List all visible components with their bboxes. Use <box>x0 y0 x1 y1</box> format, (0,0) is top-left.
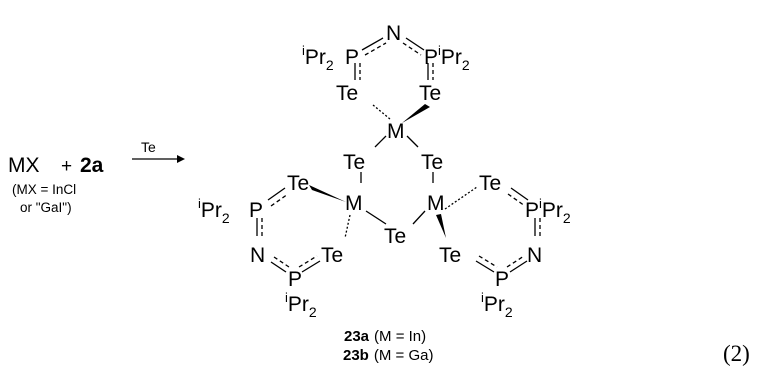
bond-n-p-left-bottom-dashed <box>273 256 290 268</box>
atom-n-top: N <box>386 22 401 45</box>
reactant-2a: 2a <box>80 154 104 177</box>
bond-te-p-right-dashed <box>507 193 526 207</box>
atom-m-left: M <box>345 192 363 215</box>
atom-n-right: N <box>527 244 542 267</box>
bond-p-te-left <box>267 187 286 201</box>
bond-te-p-right-bottom <box>475 260 495 273</box>
atom-p-top-right: P <box>424 46 438 69</box>
bond-n-p-top-right-dashed <box>402 42 422 56</box>
atom-m-right: M <box>427 192 445 215</box>
bond-m-right-te-bottom <box>412 210 426 225</box>
substituent-ipr2-right-bottom: iPr2 <box>481 290 513 320</box>
plus-sign: + <box>61 156 72 177</box>
bond-p-te-left-dashed <box>270 193 289 207</box>
atom-p-left: P <box>249 199 263 222</box>
atom-te-left-top: Te <box>287 172 309 195</box>
product-23b-caption: 23b(M = Ga) <box>343 347 433 364</box>
bond-p-te-left-bottom-dashed <box>298 255 318 268</box>
bond-m-te-right-wedge <box>436 214 446 238</box>
atom-te-top-right: Te <box>419 82 441 105</box>
bond-m-te-left-hashed <box>344 214 351 239</box>
atom-n-left: N <box>250 244 265 267</box>
atom-p-right: P <box>525 199 539 222</box>
bond-p-n-top-left-dashed <box>364 42 387 56</box>
substituent-ipr2-left-bottom: iPr2 <box>285 290 317 320</box>
reagent-te: Te <box>141 139 156 155</box>
condition-line-2: or "GaI") <box>20 200 72 215</box>
bond-p-n-right-bottom <box>509 260 528 273</box>
bond-m-left-te-bottom <box>365 210 387 225</box>
bond-te-m-top-wedge <box>402 104 430 123</box>
atom-te-core-bottom: Te <box>384 225 406 248</box>
bond-m-top-te-left <box>374 135 387 148</box>
bond-te-m-left-wedge <box>309 185 346 202</box>
atom-te-top-left: Te <box>336 82 358 105</box>
substituent-ipr2-right: iPr2 <box>539 196 571 226</box>
bond-p-te-left-bottom <box>301 260 321 273</box>
atom-te-right-top: Te <box>479 172 501 195</box>
equation-number: (2) <box>723 341 750 366</box>
bond-m-top-te-right <box>406 135 419 148</box>
bond-p-n-right-bottom-dashed <box>506 255 525 268</box>
atom-te-right-bottom: Te <box>439 244 461 267</box>
atom-te-core-right: Te <box>421 151 443 174</box>
atom-m-top: M <box>387 120 405 143</box>
atom-p-right-bottom: P <box>495 268 509 291</box>
substituent-ipr2-left: iPr2 <box>198 196 230 226</box>
atom-p-top-left: P <box>345 46 359 69</box>
bond-p-n-top-left <box>361 37 384 51</box>
reaction-arrow-head <box>177 155 185 163</box>
atom-p-left-bottom: P <box>288 268 302 291</box>
bond-n-p-left-bottom <box>270 261 287 273</box>
atom-te-left-bottom: Te <box>321 244 343 267</box>
bond-m-te-right-hashed <box>444 186 478 210</box>
atom-te-core-left: Te <box>343 151 365 174</box>
condition-line-1: (MX = InCl <box>12 182 76 197</box>
reactant-mx: MX <box>8 154 40 177</box>
substituent-ipr2-top-right: iPr2 <box>438 43 470 73</box>
bond-te-m-top-hashed <box>372 104 391 120</box>
bond-te-p-right <box>510 187 529 201</box>
substituent-ipr2-top-left: iPr2 <box>302 43 334 73</box>
bond-te-p-right-bottom-dashed <box>478 255 498 268</box>
bond-n-p-top-right <box>405 37 425 51</box>
product-23a-caption: 23a(M = In) <box>344 328 426 345</box>
